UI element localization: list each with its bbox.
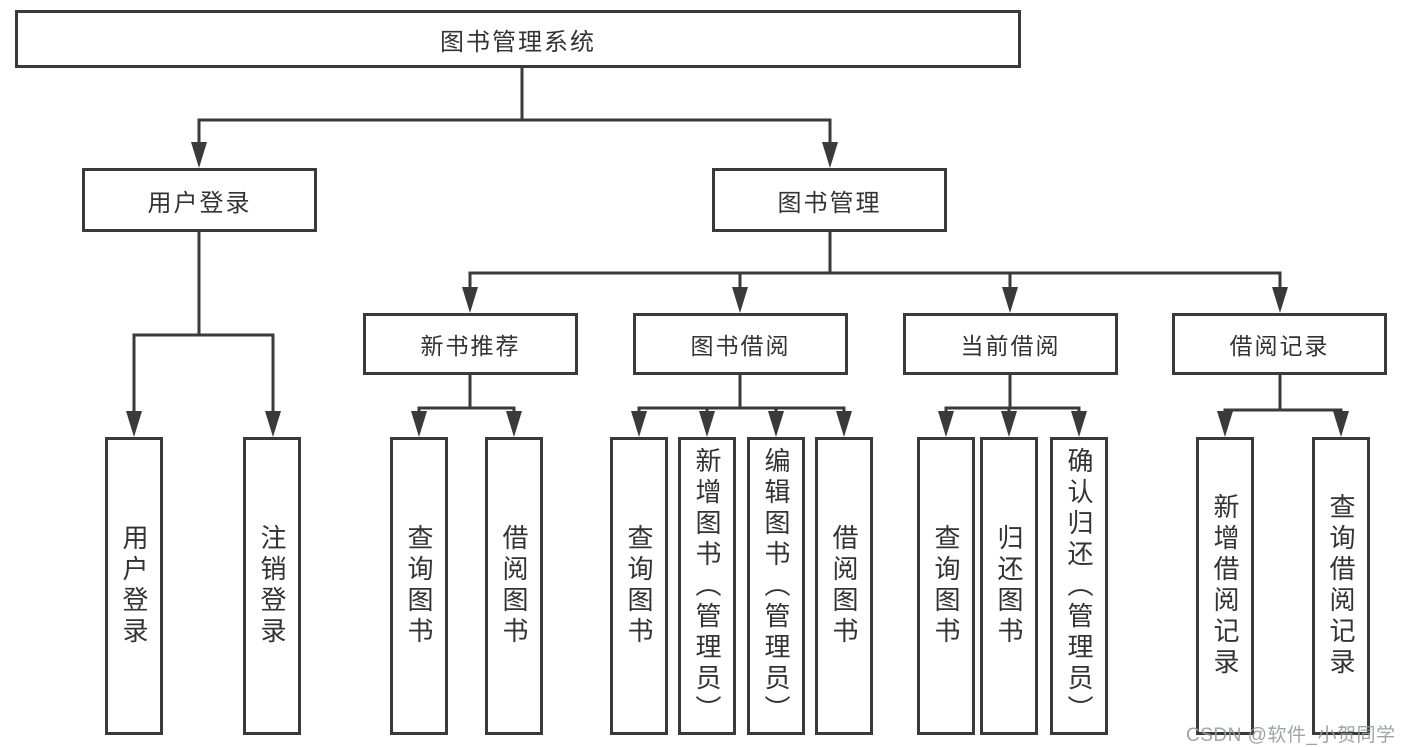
node-book-management-label: 图书管理 [777, 189, 882, 217]
leaf-records-add-record: 新增借阅记录 [1196, 437, 1254, 735]
leaf-borrow-add-books-admin-label: 新增图书（管理员） [692, 446, 722, 726]
node-borrow-records: 借阅记录 [1172, 313, 1387, 375]
leaf-current-return-books-label: 归还图书 [994, 524, 1024, 648]
leaf-logout-label: 注销登录 [257, 524, 287, 648]
leaf-current-query-books-label: 查询图书 [931, 524, 961, 648]
leaf-newbooks-query-books-label: 查询图书 [404, 524, 434, 648]
leaf-newbooks-borrow-books: 借阅图书 [485, 437, 543, 735]
leaf-borrow-borrow-books: 借阅图书 [815, 437, 873, 735]
leaf-current-confirm-return-admin: 确认归还（管理员） [1050, 437, 1108, 735]
node-root-system: 图书管理系统 [15, 10, 1021, 68]
connector-current-borrow [944, 375, 1081, 414]
node-current-borrow: 当前借阅 [903, 313, 1118, 375]
leaf-newbooks-borrow-books-label: 借阅图书 [499, 524, 529, 648]
connector-new-books [417, 375, 516, 414]
leaf-records-query-record-label: 查询借阅记录 [1326, 493, 1356, 679]
leaf-user-login: 用户登录 [105, 437, 163, 735]
node-borrow-records-label: 借阅记录 [1229, 333, 1330, 359]
node-user-login-label: 用户登录 [147, 189, 252, 217]
leaf-borrow-query-books: 查询图书 [610, 437, 668, 735]
leaf-borrow-query-books-label: 查询图书 [624, 524, 654, 648]
leaf-current-confirm-return-admin-label: 确认归还（管理员） [1064, 446, 1094, 726]
connector-root [197, 68, 832, 144]
leaf-borrow-borrow-books-label: 借阅图书 [829, 524, 859, 648]
leaf-user-login-label: 用户登录 [119, 524, 149, 648]
node-book-borrow: 图书借阅 [633, 313, 848, 375]
leaf-borrow-edit-books-admin: 编辑图书（管理员） [747, 437, 805, 735]
leaf-borrow-add-books-admin: 新增图书（管理员） [678, 437, 736, 735]
node-new-books-label: 新书推荐 [420, 333, 521, 359]
connector-borrow-records [1223, 375, 1343, 414]
leaf-current-query-books: 查询图书 [917, 437, 975, 735]
leaf-records-add-record-label: 新增借阅记录 [1210, 493, 1240, 679]
leaf-current-return-books: 归还图书 [980, 437, 1038, 735]
leaf-logout: 注销登录 [243, 437, 301, 735]
leaf-records-query-record: 查询借阅记录 [1312, 437, 1370, 735]
node-user-login: 用户登录 [82, 168, 317, 232]
node-root-label: 图书管理系统 [440, 28, 596, 56]
node-book-borrow-label: 图书借阅 [690, 333, 791, 359]
leaf-newbooks-query-books: 查询图书 [390, 437, 448, 735]
connector-user-login [132, 232, 275, 413]
connector-book-borrow [637, 375, 846, 414]
node-book-management: 图书管理 [712, 168, 947, 232]
watermark: CSDN @软件_小贺同学 [1186, 725, 1396, 746]
node-current-borrow-label: 当前借阅 [960, 333, 1061, 359]
connector-book-management [468, 232, 1282, 289]
node-new-books: 新书推荐 [363, 313, 578, 375]
leaf-borrow-edit-books-admin-label: 编辑图书（管理员） [761, 446, 791, 726]
